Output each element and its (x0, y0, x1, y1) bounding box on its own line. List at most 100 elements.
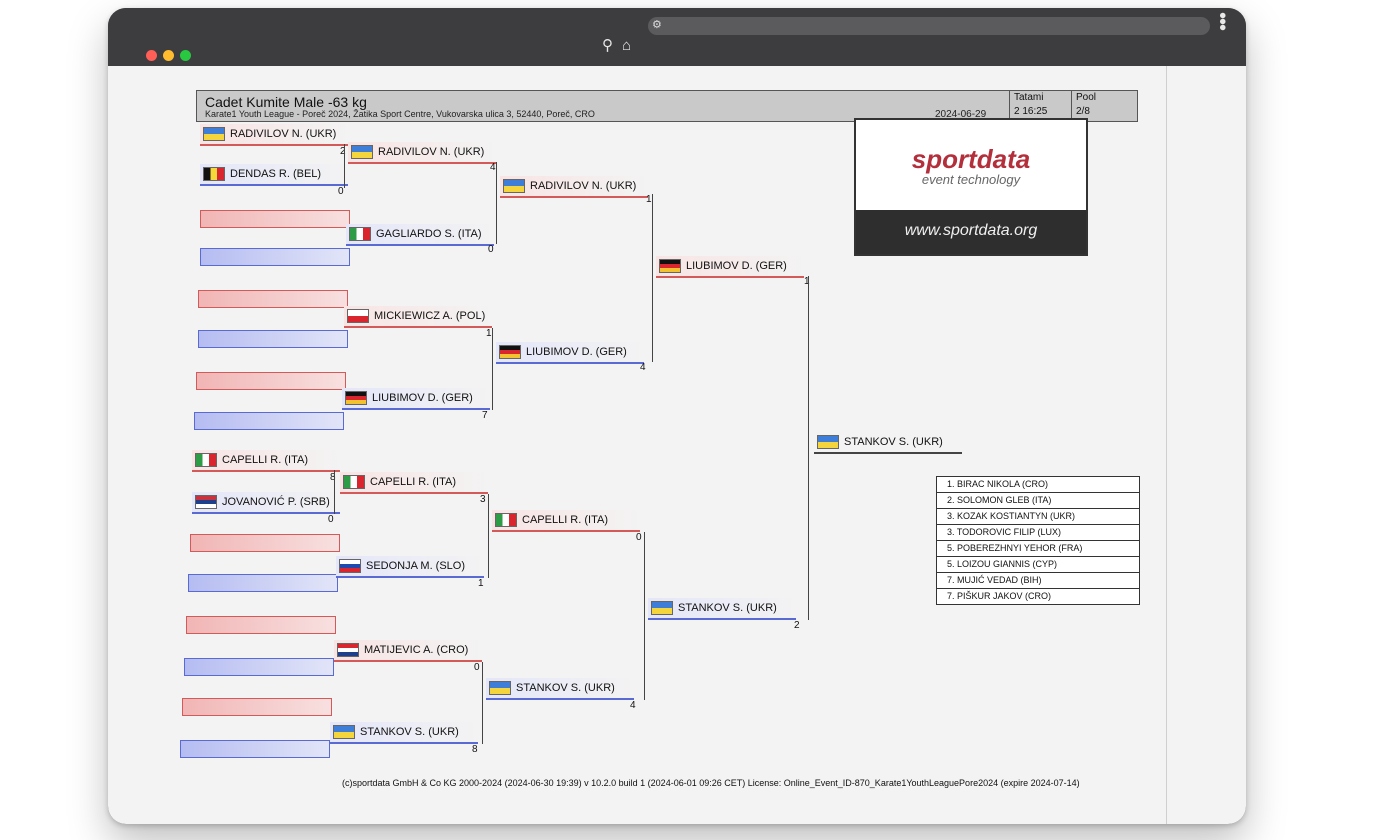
slovenia-flag-icon (339, 559, 361, 573)
minimize-window-button[interactable] (163, 50, 174, 61)
competitor-slot[interactable]: LIUBIMOV D. (GER) (342, 388, 490, 410)
ukraine-flag-icon (333, 725, 355, 739)
sportdata-logo[interactable]: sportdata event technology www.sportdata… (854, 118, 1088, 256)
tatami-label: Tatami (1014, 92, 1044, 103)
maximize-window-button[interactable] (180, 50, 191, 61)
empty-slot (188, 574, 338, 592)
competitor-slot[interactable]: GAGLIARDO S. (ITA) (346, 224, 494, 246)
ukraine-flag-icon (503, 179, 525, 193)
ukraine-flag-icon (489, 681, 511, 695)
competitor-slot[interactable]: CAPELLI R. (ITA) (192, 450, 340, 472)
results-row: 5. POBEREZHNYI YEHOR (FRA) (937, 541, 1139, 557)
competitor-slot[interactable]: LIUBIMOV D. (GER) (656, 256, 804, 278)
competitor-name: CAPELLI R. (ITA) (370, 476, 456, 488)
competitor-name: MICKIEWICZ A. (POL) (374, 310, 486, 322)
page-divider (1166, 66, 1167, 824)
match-score: 2 (794, 620, 800, 631)
competitor-name: GAGLIARDO S. (ITA) (376, 228, 482, 240)
bracket-header: Cadet Kumite Male -63 kg Karate1 Youth L… (196, 90, 1138, 122)
results-row: 7. PIŠKUR JAKOV (CRO) (947, 591, 1052, 601)
results-row: 5. LOIZOU GIANNIS (CYP) (937, 557, 1139, 573)
match-score: 1 (478, 578, 484, 589)
competitor-slot[interactable]: SEDONJA M. (SLO) (336, 556, 484, 578)
match-score: 1 (486, 328, 492, 339)
winner-slot[interactable]: STANKOV S. (UKR) (814, 432, 962, 454)
competitor-slot[interactable]: LIUBIMOV D. (GER) (496, 342, 644, 364)
empty-slot (180, 740, 330, 758)
match-score: 1 (804, 276, 810, 287)
ukraine-flag-icon (351, 145, 373, 159)
results-row: 1. BIRAC NIKOLA (CRO) (937, 477, 1139, 493)
italy-flag-icon (495, 513, 517, 527)
match-score: 0 (488, 244, 494, 255)
tatami-value: 2 16:25 (1014, 106, 1048, 117)
competitor-slot[interactable]: CAPELLI R. (ITA) (492, 510, 640, 532)
browser-menu-icon[interactable]: ••• (1211, 12, 1233, 31)
site-settings-icon[interactable]: ⚙ (652, 19, 662, 31)
address-bar[interactable]: ⚙ (648, 17, 1210, 35)
competitor-name: LIUBIMOV D. (GER) (686, 260, 787, 272)
empty-slot (186, 616, 336, 634)
belgium-flag-icon (203, 167, 225, 181)
bracket-connector (808, 276, 809, 620)
competitor-slot[interactable]: JOVANOVIĆ P. (SRB) (192, 492, 340, 514)
empty-slot (194, 412, 344, 430)
match-score: 7 (482, 410, 488, 421)
empty-slot (184, 658, 334, 676)
competitor-slot[interactable]: STANKOV S. (UKR) (330, 722, 478, 744)
logo-brand: sportdata (911, 144, 1031, 174)
empty-slot (196, 372, 346, 390)
competitor-name: CAPELLI R. (ITA) (222, 454, 308, 466)
empty-slot (198, 290, 348, 308)
match-score: 8 (472, 744, 478, 755)
bracket-connector (496, 162, 497, 244)
competitor-name: RADIVILOV N. (UKR) (230, 128, 337, 140)
competitor-slot[interactable]: RADIVILOV N. (UKR) (348, 142, 496, 164)
competitor-name: CAPELLI R. (ITA) (522, 514, 608, 526)
competitor-name: RADIVILOV N. (UKR) (530, 180, 637, 192)
ukraine-flag-icon (203, 127, 225, 141)
match-score: 0 (338, 186, 344, 197)
competitor-slot[interactable]: DENDAS R. (BEL) (200, 164, 348, 186)
pool-label: Pool (1076, 92, 1097, 103)
match-score: 4 (630, 700, 636, 711)
bracket-connector (344, 144, 345, 188)
close-window-button[interactable] (146, 50, 157, 61)
logo-band: www.sportdata.org (856, 210, 1086, 254)
competitor-slot[interactable]: RADIVILOV N. (UKR) (200, 124, 348, 146)
italy-flag-icon (343, 475, 365, 489)
ukraine-flag-icon (651, 601, 673, 615)
germany-flag-icon (499, 345, 521, 359)
page-title: Cadet Kumite Male -63 kg (205, 94, 367, 110)
ukraine-flag-icon (817, 435, 839, 449)
germany-flag-icon (345, 391, 367, 405)
italy-flag-icon (195, 453, 217, 467)
results-row: 2. SOLOMON GLEB (ITA) (937, 493, 1139, 509)
competitor-name: LIUBIMOV D. (GER) (372, 392, 473, 404)
competitor-name: STANKOV S. (UKR) (678, 602, 777, 614)
competitor-name: MATIJEVIC A. (CRO) (364, 644, 469, 656)
competitor-name: RADIVILOV N. (UKR) (378, 146, 485, 158)
empty-slot (198, 330, 348, 348)
competitor-slot[interactable]: MICKIEWICZ A. (POL) (344, 306, 492, 328)
bracket-connector (482, 662, 483, 744)
competitor-slot[interactable]: CAPELLI R. (ITA) (340, 472, 488, 494)
competitor-name: LIUBIMOV D. (GER) (526, 346, 627, 358)
competitor-slot[interactable]: RADIVILOV N. (UKR) (500, 176, 648, 198)
competitor-slot[interactable]: STANKOV S. (UKR) (648, 598, 796, 620)
competitor-slot[interactable]: STANKOV S. (UKR) (486, 678, 634, 700)
empty-slot (200, 210, 350, 228)
bracket-connector (488, 494, 489, 578)
search-icon[interactable]: ⚲ (602, 37, 613, 54)
page-footer: (c)sportdata GmbH & Co KG 2000-2024 (202… (342, 778, 1080, 788)
bracket-connector (492, 328, 493, 410)
match-score: 3 (480, 494, 486, 505)
pool-box: Pool 2/8 (1071, 90, 1138, 120)
browser-titlebar: ⚲ ⌂ ⚙ ••• (108, 8, 1246, 66)
match-score: 0 (474, 662, 480, 673)
bracket-connector (644, 532, 645, 700)
results-row: 3. TODOROVIC FILIP (LUX) (937, 525, 1139, 541)
match-score: 0 (636, 532, 642, 543)
home-icon[interactable]: ⌂ (622, 37, 632, 54)
competitor-slot[interactable]: MATIJEVIC A. (CRO) (334, 640, 482, 662)
